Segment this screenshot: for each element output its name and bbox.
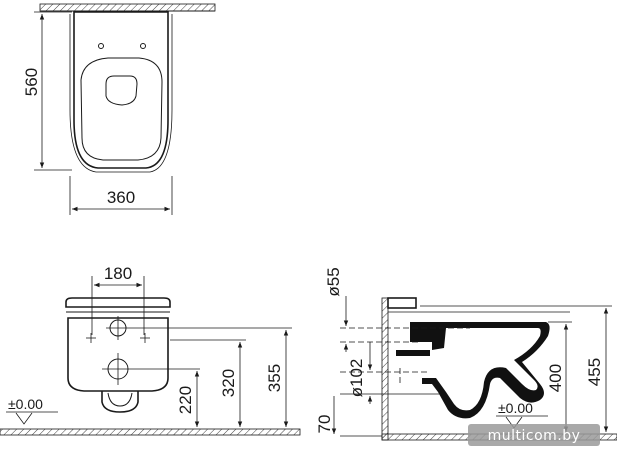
floor-front	[0, 428, 301, 436]
mounting-holes	[86, 316, 150, 385]
top-view: 560 360	[22, 3, 216, 215]
dim-drain-102: ø102	[347, 359, 366, 398]
wall-side	[381, 297, 389, 441]
front-view-body	[67, 317, 169, 392]
dim-depth-560: 560	[22, 68, 41, 96]
top-view-seat	[80, 57, 163, 161]
level-side: ±0.00	[498, 400, 533, 416]
side-view: ø55 ø102 70 400 455 ±0.00	[315, 267, 617, 441]
dim-height-320: 320	[219, 369, 238, 397]
wall-top	[39, 3, 216, 12]
front-view: 180 ±0.00 220 320	[0, 264, 301, 436]
watermark-text: multicom.by	[488, 428, 581, 444]
dim-height-220: 220	[176, 386, 195, 414]
watermark: multicom.by	[468, 424, 600, 446]
dim-width-360: 360	[107, 188, 135, 207]
top-view-bowl-outline	[73, 11, 169, 169]
bowl-profile	[410, 322, 550, 419]
dim-height-455: 455	[585, 358, 604, 386]
dim-hole-spacing-180: 180	[104, 264, 132, 283]
dim-height-400: 400	[546, 364, 565, 392]
dim-pipe-55: ø55	[324, 267, 343, 296]
level-front: ±0.00	[8, 396, 43, 412]
dim-height-355: 355	[265, 364, 284, 392]
dim-floor-gap-70: 70	[315, 415, 334, 434]
